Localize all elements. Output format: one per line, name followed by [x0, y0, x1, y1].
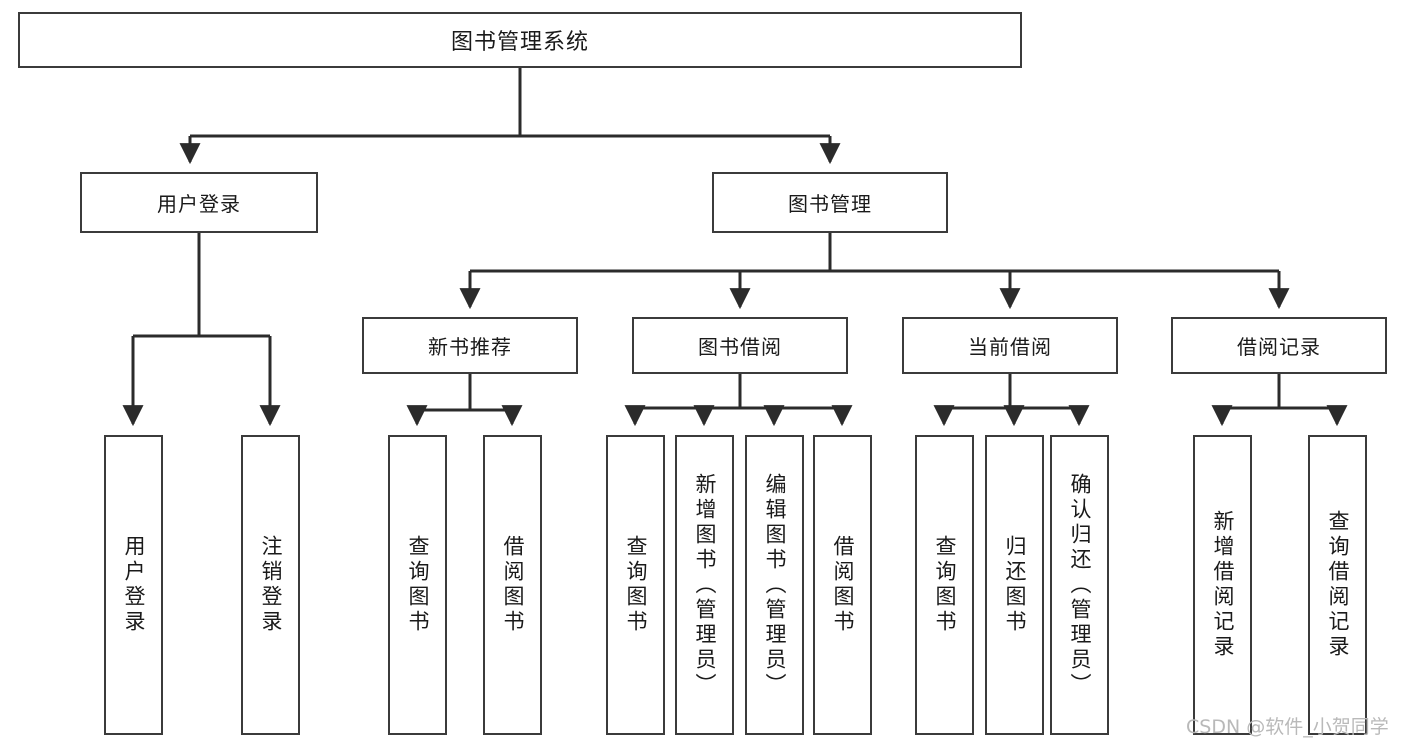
leaf-borrow-book[interactable]: 借阅图书 [813, 435, 872, 735]
leaf-confirm-return-admin[interactable]: 确认归还（管理员） [1050, 435, 1109, 735]
node-label: 图书借阅 [698, 335, 782, 359]
node-label: 新书推荐 [428, 335, 512, 359]
node-label: 查询借阅记录 [1326, 510, 1350, 660]
node-borrow-record[interactable]: 借阅记录 [1171, 317, 1387, 374]
node-label: 用户登录 [122, 535, 146, 635]
node-label: 查询图书 [933, 535, 957, 635]
node-label: 归还图书 [1003, 535, 1027, 635]
leaf-borrow-book-recommend[interactable]: 借阅图书 [483, 435, 542, 735]
node-label: 查询图书 [406, 535, 430, 635]
node-label: 借阅记录 [1237, 335, 1321, 359]
node-label: 新增图书（管理员） [693, 472, 717, 698]
leaf-query-borrow-record[interactable]: 查询借阅记录 [1308, 435, 1367, 735]
node-root-book-management-system[interactable]: 图书管理系统 [18, 12, 1022, 68]
node-label: 编辑图书（管理员） [763, 472, 787, 698]
leaf-return-book[interactable]: 归还图书 [985, 435, 1044, 735]
node-new-book-recommend[interactable]: 新书推荐 [362, 317, 578, 374]
leaf-query-book-borrow[interactable]: 查询图书 [606, 435, 665, 735]
node-label: 当前借阅 [968, 335, 1052, 359]
leaf-edit-book-admin[interactable]: 编辑图书（管理员） [745, 435, 804, 735]
node-label: 注销登录 [259, 535, 283, 635]
node-label: 确认归还（管理员） [1068, 472, 1092, 698]
leaf-add-book-admin[interactable]: 新增图书（管理员） [675, 435, 734, 735]
leaf-query-book-current[interactable]: 查询图书 [915, 435, 974, 735]
leaf-query-book-recommend[interactable]: 查询图书 [388, 435, 447, 735]
node-label: 借阅图书 [831, 535, 855, 635]
node-user-login[interactable]: 用户登录 [80, 172, 318, 233]
leaf-user-login[interactable]: 用户登录 [104, 435, 163, 735]
node-label: 借阅图书 [501, 535, 525, 635]
node-current-borrow[interactable]: 当前借阅 [902, 317, 1118, 374]
node-label: 用户登录 [157, 192, 241, 216]
node-label: 图书管理系统 [450, 30, 589, 55]
leaf-user-logout[interactable]: 注销登录 [241, 435, 300, 735]
node-label: 查询图书 [624, 535, 648, 635]
node-book-management[interactable]: 图书管理 [712, 172, 948, 233]
node-label: 新增借阅记录 [1211, 510, 1235, 660]
leaf-add-borrow-record[interactable]: 新增借阅记录 [1193, 435, 1252, 735]
watermark-text: CSDN @软件_小贺同学 [1186, 716, 1389, 738]
node-label: 图书管理 [788, 192, 872, 216]
node-book-borrow[interactable]: 图书借阅 [632, 317, 848, 374]
